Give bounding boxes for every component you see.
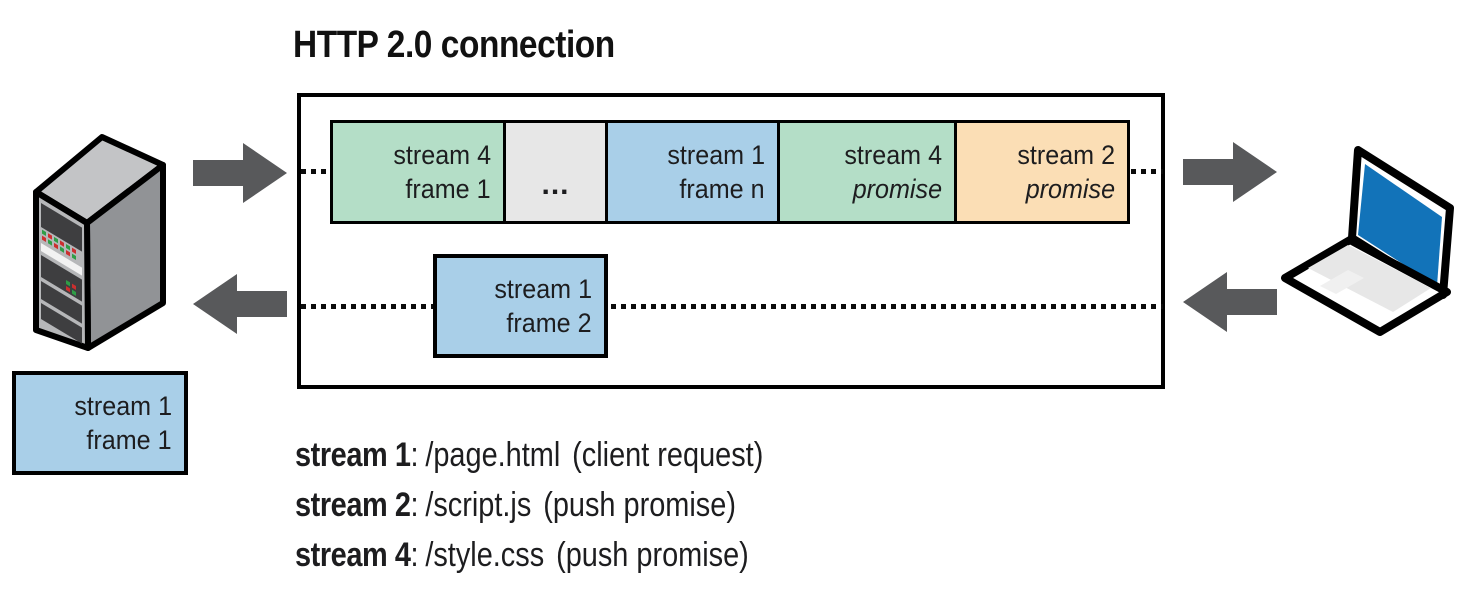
legend-separator: : [410,486,419,524]
frame-stream1-frame1: stream 1 frame 1 [12,371,188,475]
legend-stream-label: stream 4 [295,536,411,574]
legend-separator: : [410,436,419,474]
server-icon [33,134,166,351]
frame-number-label: frame 1 [86,425,172,455]
frame-stream-label: stream 4 [844,140,942,170]
frame-number-label: frame n [679,174,765,204]
legend-line-stream1: stream 1:/page.html (client request) [295,436,846,486]
frame-stream1-frame-n: stream 1 frame n [605,120,780,224]
frame-promise-label: promise [852,174,942,204]
frame-stream4-promise: stream 4 promise [777,120,957,224]
arrow-left-icon [193,274,287,334]
frame-ellipsis: ... [503,120,608,224]
frame-stream-label: stream 2 [1017,140,1115,170]
legend-resource-path: /style.css [425,536,545,574]
stream-dotted-line-bottom [301,304,1163,309]
arrow-right-icon [193,143,287,203]
legend-line-stream4: stream 4:/style.css (push promise) [295,536,846,586]
frame-number-label: frame 1 [405,174,491,204]
arrow-right-icon [1183,142,1277,202]
legend-stream-label: stream 1 [295,436,411,474]
frame-stream-label: stream 1 [494,274,592,304]
frame-stream1-frame2: stream 1 frame 2 [433,254,608,358]
legend-resource-path: /script.js [425,486,532,524]
frame-stream-label: stream 1 [74,391,172,421]
diagram-title: HTTP 2.0 connection [293,24,615,66]
server-front-panels [41,203,82,344]
legend-stream-label: stream 2 [295,486,411,524]
legend-note: (client request) [572,436,764,474]
ellipsis-label: ... [541,168,570,201]
frame-stream-label: stream 1 [667,140,765,170]
laptop-screen [1358,164,1442,286]
legend-line-stream2: stream 2:/script.js (push promise) [295,486,846,536]
frame-stream4-frame1: stream 4 frame 1 [330,120,506,224]
frame-stream2-promise: stream 2 promise [954,120,1130,224]
arrow-left-icon [1183,272,1277,332]
frame-promise-label: promise [1025,174,1115,204]
laptop-trackpad [1320,270,1364,294]
legend-note: (push promise) [543,486,736,524]
frame-number-label: frame 2 [506,308,592,338]
stream-legend: stream 1:/page.html(client request) stre… [295,436,846,586]
legend-note: (push promise) [556,536,749,574]
legend-separator: : [410,536,419,574]
legend-resource-path: /page.html [425,436,561,474]
frame-stream-label: stream 4 [393,140,491,170]
laptop-keyboard [1308,245,1431,312]
laptop-icon [1281,146,1454,336]
